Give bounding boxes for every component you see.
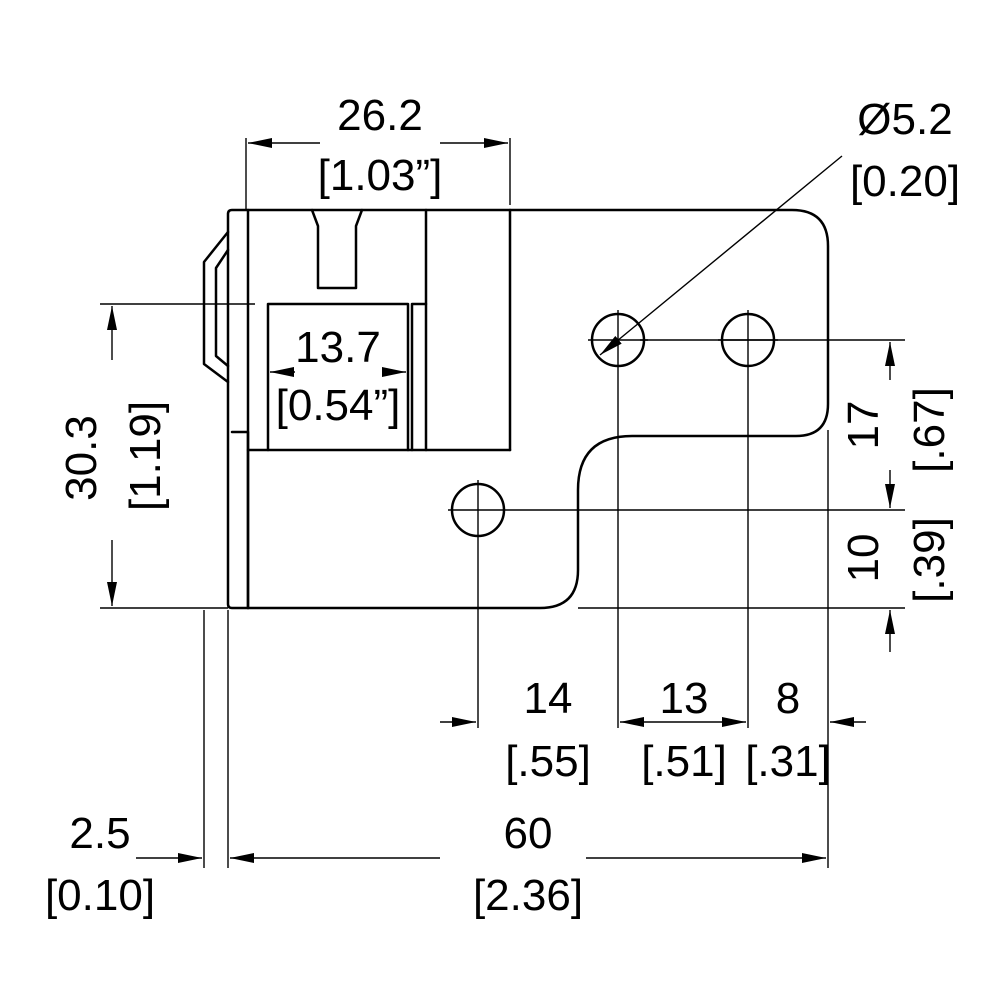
dim-top-width-metric: 26.2	[337, 91, 423, 140]
dim-top-width-imperial: [1.03”]	[318, 151, 443, 200]
dim-overall-length-metric: 60	[504, 809, 553, 858]
dim-vertical-10-metric: 10	[839, 534, 888, 583]
dim-slot-width-imperial: [0.54”]	[276, 381, 401, 430]
plate-outline	[226, 208, 830, 610]
dim-vertical-17-metric: 17	[839, 401, 888, 450]
dim-vertical-10-imperial: [.39]	[905, 517, 954, 603]
hole-lower	[448, 480, 508, 540]
top-notch	[310, 208, 364, 290]
dim-thickness-imperial: [0.10]	[45, 871, 155, 920]
dim-14-imperial: [.55]	[505, 737, 591, 786]
dim-14-metric: 14	[524, 674, 573, 723]
dim-8-imperial: [.31]	[745, 737, 831, 786]
dim-13-imperial: [.51]	[641, 737, 727, 786]
dimension-labels: 26.2 [1.03”] Ø5.2 [0.20] 13.7 [0.54”] 30…	[45, 91, 960, 920]
dim-hole-diameter-imperial: [0.20]	[850, 157, 960, 206]
dim-vertical-17-imperial: [.67]	[905, 387, 954, 473]
dim-13-metric: 13	[660, 674, 709, 723]
flange-foot	[230, 430, 250, 610]
dim-8-metric: 8	[776, 674, 800, 723]
dim-height-imperial: [1.19]	[121, 401, 170, 511]
bent-lip	[202, 230, 230, 384]
dim-hole-diameter-metric: Ø5.2	[857, 95, 952, 144]
dim-height-metric: 30.3	[57, 415, 106, 501]
dim-overall-length-imperial: [2.36]	[473, 871, 583, 920]
dim-slot-width-metric: 13.7	[295, 323, 381, 372]
dim-thickness-metric: 2.5	[69, 809, 130, 858]
dimension-lines	[100, 138, 905, 868]
